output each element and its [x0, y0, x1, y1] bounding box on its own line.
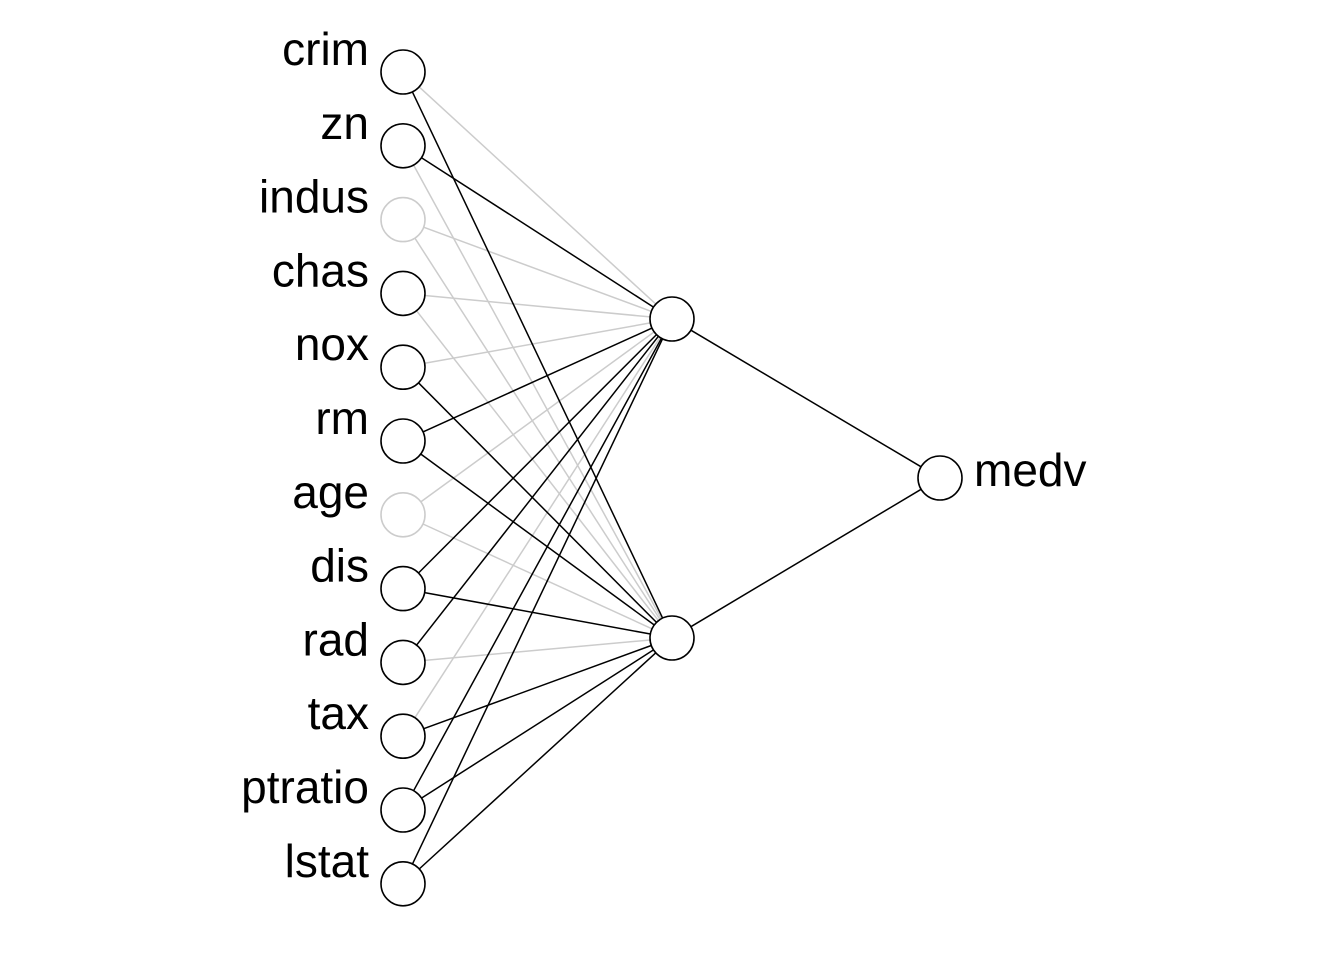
output-node-medv — [917, 455, 963, 501]
edge-indus-to-h2 — [414, 237, 661, 620]
edge-age-to-h2 — [422, 523, 653, 630]
hidden-node-2 — [649, 615, 695, 661]
edge-dis-to-h2 — [424, 591, 651, 635]
node-layer — [380, 49, 963, 907]
edge-lstat-to-h1 — [411, 338, 664, 865]
edge-h2-to-medv — [690, 488, 922, 628]
input-label-crim: crim — [282, 23, 369, 75]
input-node-lstat — [380, 860, 426, 907]
edge-ptratio-to-h2 — [421, 649, 654, 799]
edge-tax-to-h1 — [414, 337, 661, 719]
input-label-ptratio: ptratio — [241, 761, 369, 813]
edge-rm-to-h2 — [420, 453, 655, 626]
input-node-crim — [380, 49, 426, 95]
edge-nox-to-h1 — [424, 322, 651, 365]
edge-rad-to-h1 — [416, 335, 659, 646]
input-label-age: age — [292, 466, 369, 518]
edge-chas-to-h2 — [415, 310, 660, 622]
output-label-medv: medv — [974, 444, 1086, 496]
input-label-tax: tax — [308, 687, 369, 739]
edge-zn-to-h2 — [412, 164, 663, 620]
label-layer: crim zn indus chas nox rm age dis rad tax ptratio l… — [241, 23, 1086, 887]
edge-age-to-h1 — [420, 331, 655, 503]
input-label-nox: nox — [295, 318, 369, 370]
input-node-dis — [380, 565, 426, 612]
input-node-rm — [380, 418, 426, 464]
input-node-tax — [380, 713, 426, 760]
edge-crim-to-h1 — [418, 86, 657, 305]
input-label-lstat: lstat — [285, 835, 370, 887]
input-node-chas — [380, 270, 426, 317]
connection-layer — [411, 86, 922, 870]
edge-indus-to-h1 — [423, 226, 652, 313]
input-label-rad: rad — [303, 613, 369, 665]
edge-dis-to-h1 — [417, 334, 658, 574]
hidden-node-1 — [649, 296, 695, 342]
input-label-dis: dis — [310, 540, 369, 592]
input-node-rad — [380, 639, 426, 686]
input-label-chas: chas — [272, 244, 369, 296]
input-node-zn — [380, 123, 426, 169]
input-label-zn: zn — [320, 97, 369, 149]
edge-ptratio-to-h1 — [412, 337, 663, 792]
input-node-ptratio — [380, 787, 426, 833]
edge-nox-to-h2 — [417, 382, 658, 623]
edge-h1-to-medv — [690, 329, 922, 468]
input-node-nox — [380, 344, 426, 391]
edge-crim-to-h2 — [411, 91, 664, 619]
edge-rad-to-h2 — [424, 639, 651, 662]
edge-tax-to-h2 — [423, 644, 652, 730]
edge-chas-to-h1 — [424, 294, 651, 318]
edge-rm-to-h1 — [422, 327, 653, 433]
input-node-indus — [380, 196, 426, 243]
input-label-rm: rm — [315, 392, 369, 444]
input-label-indus: indus — [259, 171, 369, 223]
edge-lstat-to-h2 — [418, 652, 657, 870]
edge-zn-to-h1 — [421, 157, 654, 308]
input-node-age — [380, 491, 426, 538]
